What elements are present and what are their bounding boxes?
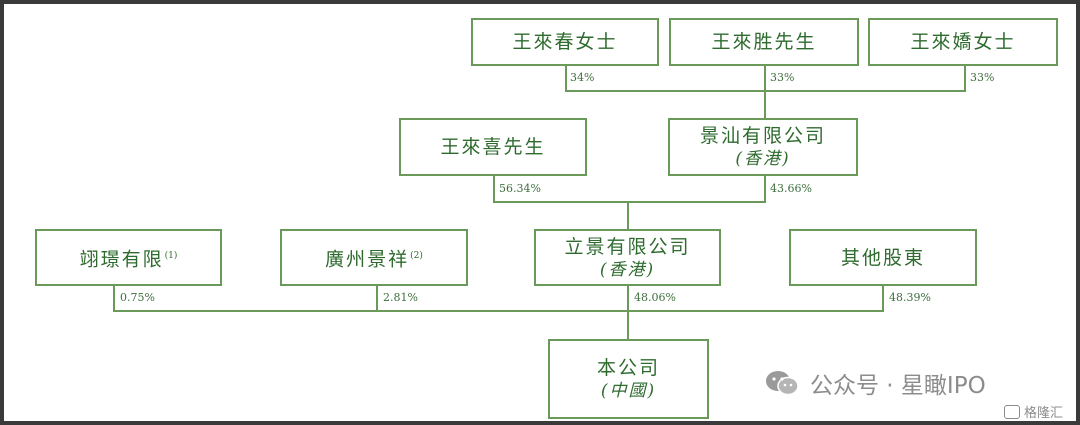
ownership-percent: 34% <box>570 71 595 84</box>
connector <box>764 65 766 92</box>
ownership-percent: 0.75% <box>120 291 155 304</box>
connector <box>565 65 567 92</box>
shareholder-jurisdiction: (香港) <box>735 149 791 169</box>
footnote-mark: (1) <box>164 250 178 261</box>
connector <box>764 175 766 203</box>
shareholder-box: 王來春女士 <box>471 18 659 66</box>
shareholder-box: 王來嬌女士 <box>868 18 1058 66</box>
shareholder-name: 其他股東 <box>840 246 925 269</box>
watermark-secondary: 格隆汇 <box>1004 402 1063 421</box>
ownership-percent: 43.66% <box>770 182 812 195</box>
connector <box>764 90 766 119</box>
connector <box>627 201 629 229</box>
connector <box>964 65 966 92</box>
shareholder-box: 廣州景祥(2) <box>280 229 468 286</box>
ownership-percent: 33% <box>770 71 795 84</box>
shareholder-name: 景汕有限公司 <box>699 125 826 147</box>
connector <box>493 175 495 203</box>
connector <box>113 310 884 312</box>
shareholder-box: 王來喜先生 <box>399 118 587 176</box>
shareholder-name: 王來喜先生 <box>440 136 546 158</box>
shareholder-name: 翊璟有限(1) <box>80 244 178 271</box>
ownership-diagram: 王來春女士 王來胜先生 王來嬌女士 34% 33% 33% 王來喜先生 景汕有限… <box>4 4 1076 421</box>
shareholder-box: 翊璟有限(1) <box>35 229 222 286</box>
footnote-mark: (2) <box>410 250 423 261</box>
shareholder-name: 王來嬌女士 <box>910 31 1016 53</box>
watermark: 公众号 · 星瞰IPO <box>764 366 986 400</box>
ownership-percent: 48.06% <box>634 291 676 304</box>
shareholder-name-text: 廣州景祥 <box>325 248 410 271</box>
shareholder-name-text: 翊璟有限 <box>79 248 164 271</box>
ownership-percent: 56.34% <box>499 182 541 195</box>
watermark-secondary-text: 格隆汇 <box>1024 406 1064 421</box>
shareholder-name: 王來春女士 <box>512 31 618 53</box>
watermark-text: 公众号 · 星瞰IPO <box>810 373 986 399</box>
ownership-percent: 2.81% <box>383 291 418 304</box>
connector <box>493 201 766 203</box>
shareholder-box: 景汕有限公司 (香港) <box>668 118 858 176</box>
company-box: 本公司 (中國) <box>548 339 709 419</box>
shareholder-box: 其他股東 <box>789 229 977 286</box>
wechat-icon <box>766 371 799 396</box>
shareholder-box: 王來胜先生 <box>669 18 859 66</box>
connector <box>882 285 884 312</box>
connector <box>113 285 115 312</box>
connector <box>627 285 629 312</box>
connector <box>376 285 378 312</box>
shareholder-jurisdiction: (香港) <box>599 259 656 280</box>
company-name: 本公司 <box>596 357 660 379</box>
ownership-percent: 33% <box>970 71 995 84</box>
shareholder-name: 廣州景祥(2) <box>325 244 423 271</box>
shareholder-box: 立景有限公司 (香港) <box>534 229 721 286</box>
brand-icon <box>1004 404 1020 419</box>
ownership-percent: 48.39% <box>889 291 931 304</box>
connector <box>627 310 629 340</box>
company-jurisdiction: (中國) <box>600 381 657 401</box>
shareholder-name: 立景有限公司 <box>564 235 691 258</box>
shareholder-name: 王來胜先生 <box>711 31 817 53</box>
